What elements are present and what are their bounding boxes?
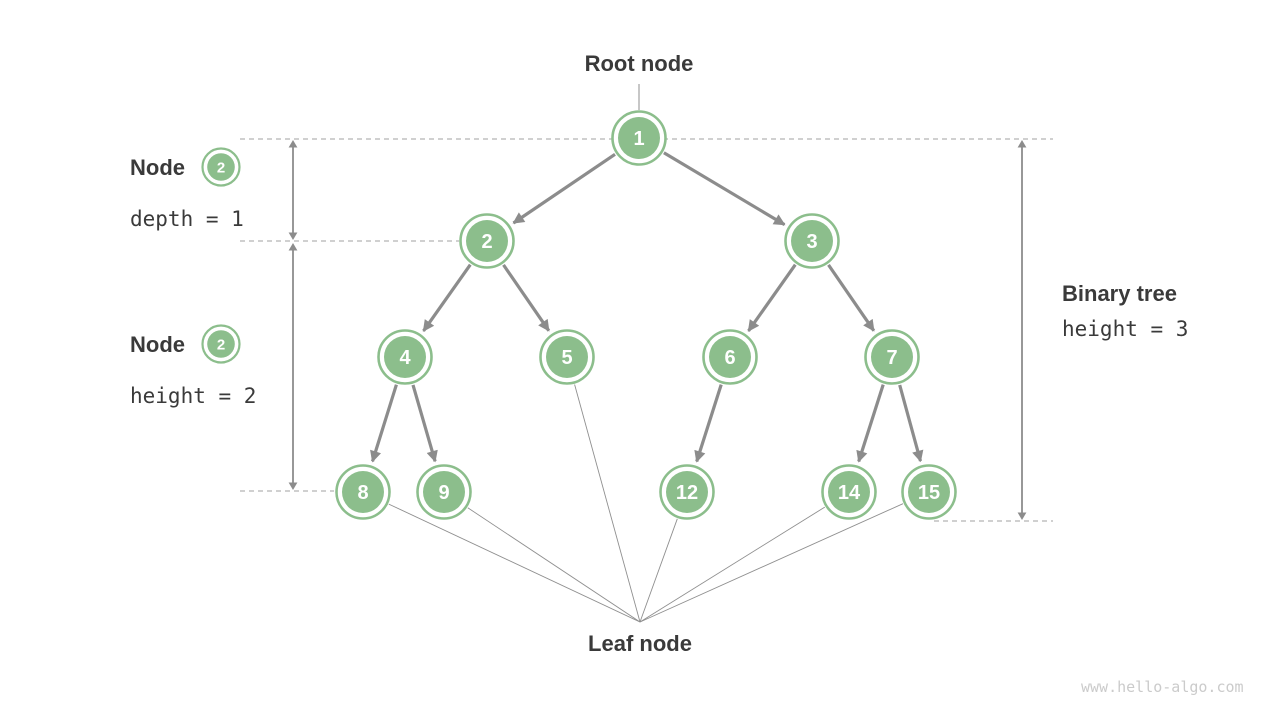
tree-node-value: 15	[918, 482, 940, 504]
tree-node-6: 6	[702, 329, 758, 385]
leaf-node-label: Leaf node	[588, 631, 692, 656]
depth-measure-arrow	[288, 140, 298, 240]
tree-node-value: 9	[438, 482, 449, 504]
tree-node-4: 4	[377, 329, 433, 385]
tree-node-15: 15	[901, 464, 957, 520]
tree-height-measure-arrow	[1017, 140, 1027, 520]
tree-node-value: 6	[724, 347, 735, 369]
tree-node-value: 7	[886, 347, 897, 369]
tree-node-value: 3	[806, 231, 817, 253]
tree-edge-2-5	[502, 263, 551, 332]
tree-node-5: 5	[539, 329, 595, 385]
tree-node-8: 8	[335, 464, 391, 520]
node-height-annotation: Node 2 height = 2	[130, 324, 256, 408]
leaf-line-9	[467, 507, 641, 623]
tree-node-value: 2	[481, 231, 492, 253]
tree-node-14: 14	[821, 464, 877, 520]
watermark: www.hello-algo.com	[1081, 678, 1244, 696]
tree-node-12: 12	[659, 464, 715, 520]
depth-node-label: Node	[130, 155, 185, 180]
tree-edge-6-12	[694, 384, 723, 463]
depth-annotation: Node 2 depth = 1	[130, 147, 244, 231]
tree-node-value: 4	[399, 347, 411, 369]
tree-edge-1-3	[663, 151, 786, 226]
tree-node-7: 7	[864, 329, 920, 385]
tree-node-3: 3	[784, 213, 840, 269]
tree-edge-3-7	[827, 263, 876, 332]
leaf-line-14	[639, 506, 826, 623]
tree-edge-7-14	[856, 384, 885, 463]
tree-node-9: 9	[416, 464, 472, 520]
tree-node-value: 1	[633, 128, 644, 150]
tree-node-value: 5	[561, 347, 572, 369]
tree-node-value: 12	[676, 482, 698, 504]
leaf-line-12	[639, 518, 678, 623]
tree-edge-4-8	[370, 384, 398, 463]
depth-metric: depth = 1	[130, 207, 244, 231]
tree-edge-4-9	[411, 384, 438, 463]
height-node-badge: 2	[201, 324, 241, 364]
tree-edge-3-6	[747, 263, 797, 332]
depth-node-badge: 2	[201, 147, 241, 187]
tree-node-2: 2	[459, 213, 515, 269]
depth-badge-value: 2	[217, 160, 225, 177]
tree-node-1: 1	[611, 110, 667, 166]
binary-tree-label: Binary tree	[1062, 281, 1177, 306]
tree-edges	[370, 151, 924, 463]
leaf-line-5	[574, 384, 641, 623]
tree-height-annotation: Binary tree height = 3	[1062, 281, 1188, 341]
leaf-line-8	[388, 503, 641, 623]
height-node-label: Node	[130, 332, 185, 357]
tree-edge-2-4	[422, 263, 472, 332]
height-badge-value: 2	[217, 337, 225, 354]
root-node-label: Root node	[585, 51, 694, 76]
height-metric: height = 2	[130, 384, 256, 408]
node-height-measure-arrow	[288, 243, 298, 490]
tree-edge-1-2	[512, 152, 616, 225]
tree-edge-7-15	[898, 384, 924, 463]
tree-node-value: 14	[838, 482, 861, 504]
tree-node-value: 8	[357, 482, 368, 504]
leaf-line-15	[639, 503, 904, 623]
tree-height-metric: height = 3	[1062, 317, 1188, 341]
leaf-pointer-lines	[388, 384, 904, 623]
